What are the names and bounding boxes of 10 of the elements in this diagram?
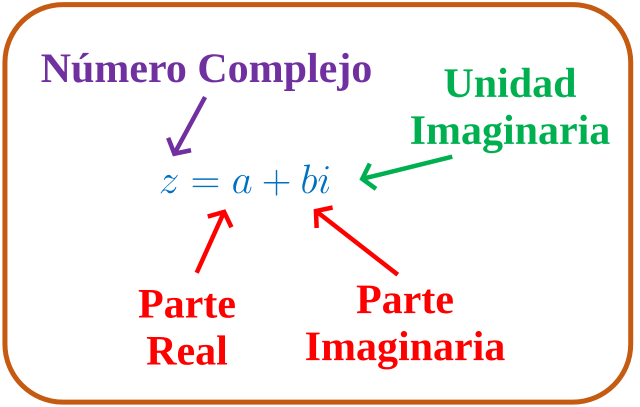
term-label: Parte Imaginaria [306, 286, 505, 370]
term-label: Número Complejo [41, 52, 371, 91]
arrow [166, 96, 208, 156]
arrow [359, 154, 453, 191]
term-label: Unidad Imaginaria [411, 68, 610, 154]
arrow [314, 205, 400, 276]
formula: $z = a + bi$ [160, 164, 330, 196]
arrow [194, 209, 234, 274]
rounded-frame [2, 2, 634, 405]
term-label: Parte Real [138, 290, 235, 365]
